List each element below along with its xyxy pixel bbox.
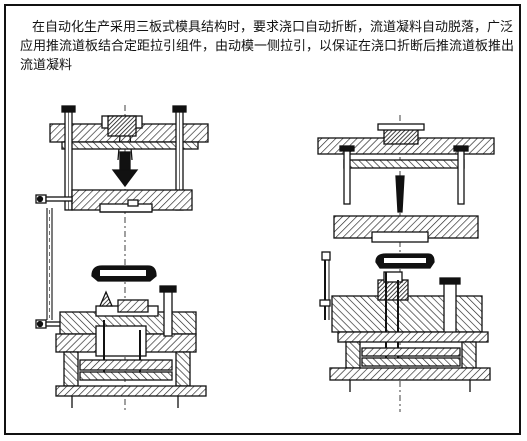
figure-caption: 在自动化生产采用三板式模具结构时，要求浇口自动折断，流道凝料自动脱落，广泛应用推… (20, 20, 515, 73)
left-mold-assembly (35, 105, 209, 412)
right-mold-assembly (317, 115, 495, 412)
